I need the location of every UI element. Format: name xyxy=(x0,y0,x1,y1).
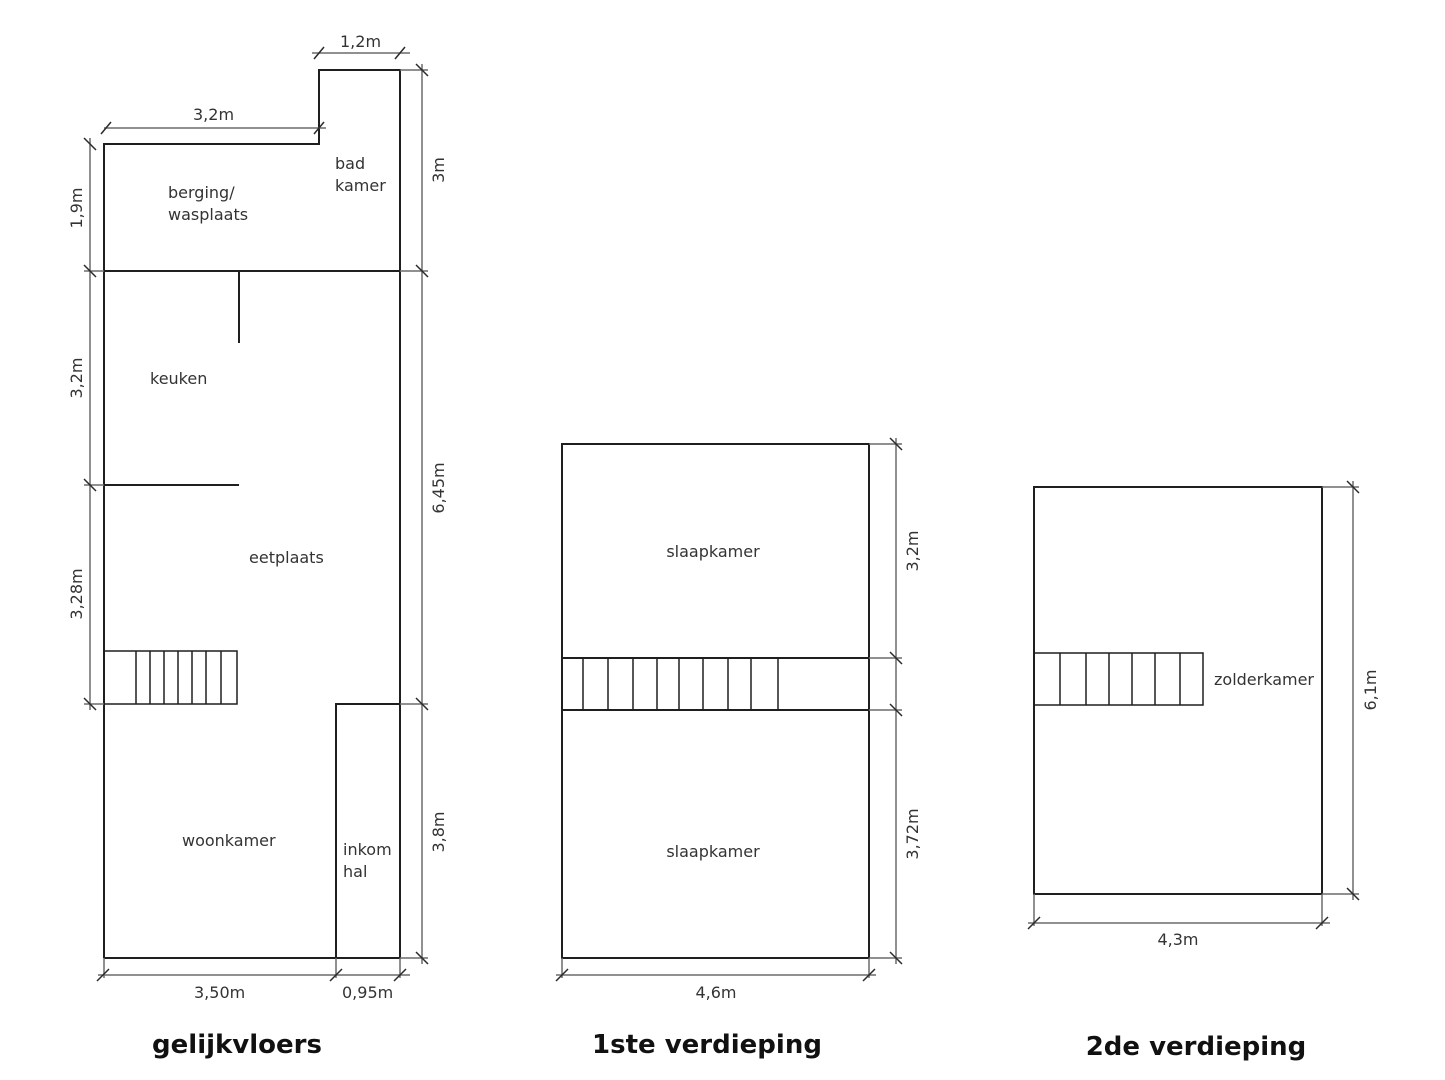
room-slaapkamer-front: slaapkamer xyxy=(666,842,760,861)
first-stairs xyxy=(582,658,779,710)
svg-text:6,45m: 6,45m xyxy=(429,462,448,513)
wall-hall xyxy=(335,703,400,958)
room-berging-line2: wasplaats xyxy=(168,205,248,224)
ground-floor-title: gelijkvloers xyxy=(152,1030,322,1060)
room-badkamer-line2: kamer xyxy=(335,176,386,195)
dim-first-bottom: 4,6m xyxy=(555,958,876,1002)
second-floor-title: 2de verdieping xyxy=(1086,1032,1307,1062)
ground-stairs xyxy=(103,650,238,705)
room-berging-line1: berging/ xyxy=(168,183,235,202)
svg-text:4,6m: 4,6m xyxy=(695,983,736,1002)
svg-text:3,2m: 3,2m xyxy=(193,105,234,124)
svg-text:3,2m: 3,2m xyxy=(67,357,86,398)
second-outline xyxy=(1033,486,1323,895)
svg-text:1,2m: 1,2m xyxy=(340,32,381,51)
dim-bottom: 3,50m 0,95m xyxy=(96,958,410,1002)
svg-text:0,95m: 0,95m xyxy=(342,983,393,1002)
ground-floor-plan: berging/ wasplaats bad kamer keuken eetp… xyxy=(67,32,448,1060)
first-floor-title: 1ste verdieping xyxy=(592,1030,822,1060)
dim-left: 1,9m 3,2m 3,28m xyxy=(67,137,104,711)
svg-text:3,8m: 3,8m xyxy=(429,811,448,852)
dim-second-right: 6,1m xyxy=(1322,480,1380,901)
svg-text:3,2m: 3,2m xyxy=(903,530,922,571)
svg-text:3,28m: 3,28m xyxy=(67,568,86,619)
room-badkamer-line1: bad xyxy=(335,154,365,173)
svg-text:3,50m: 3,50m xyxy=(194,983,245,1002)
room-slaapkamer-back: slaapkamer xyxy=(666,542,760,561)
dim-first-right: 3,2m 3,72m xyxy=(869,437,922,965)
ground-outline xyxy=(103,69,401,959)
dim-second-bottom: 4,3m xyxy=(1027,894,1330,949)
room-inkomhal-line2: hal xyxy=(343,862,367,881)
room-inkomhal-line1: inkom xyxy=(343,840,392,859)
room-keuken: keuken xyxy=(150,369,207,388)
first-outline xyxy=(561,443,870,959)
room-eetplaats: eetplaats xyxy=(249,548,324,567)
second-stairs xyxy=(1033,652,1204,706)
second-floor-plan: zolderkamer 6,1m 4,3m 2de verdieping xyxy=(1027,480,1380,1062)
dim-right: 3m 6,45m 3,8m xyxy=(400,63,448,965)
svg-text:6,1m: 6,1m xyxy=(1361,669,1380,710)
first-floor-plan: slaapkamer slaapkamer 3,2m 3,72m 4,6m 1s… xyxy=(555,437,922,1060)
dim-top-storage: 3,2m xyxy=(100,105,326,135)
svg-text:1,9m: 1,9m xyxy=(67,187,86,228)
svg-text:3m: 3m xyxy=(429,157,448,183)
dim-top-bath: 1,2m xyxy=(312,32,410,60)
svg-text:4,3m: 4,3m xyxy=(1157,930,1198,949)
svg-text:3,72m: 3,72m xyxy=(903,808,922,859)
room-zolderkamer: zolderkamer xyxy=(1214,670,1314,689)
room-woonkamer: woonkamer xyxy=(182,831,276,850)
